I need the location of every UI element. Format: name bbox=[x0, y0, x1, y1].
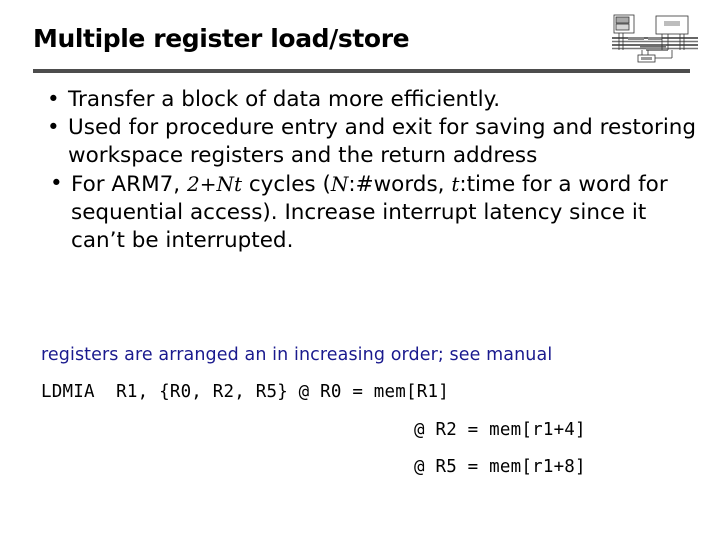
code-line: @ R5 = mem[r1+8] bbox=[414, 457, 586, 477]
text-segment-2: cycles ( bbox=[242, 172, 331, 197]
system-block-diagram-icon bbox=[612, 14, 698, 64]
text-segment-6: :time for a word for sequential access).… bbox=[71, 172, 668, 253]
code-line: @ R2 = mem[r1+4] bbox=[414, 420, 586, 440]
list-item: • Used for procedure entry and exit for … bbox=[33, 114, 698, 170]
bullet-list: • Transfer a block of data more efficien… bbox=[33, 86, 698, 255]
list-item-text: Used for procedure entry and exit for sa… bbox=[68, 115, 697, 168]
text-segment-5: t bbox=[451, 172, 460, 196]
list-item-text: Transfer a block of data more efficientl… bbox=[68, 87, 501, 112]
bullet-marker: • bbox=[47, 115, 60, 140]
text-segment-1: 2+Nt bbox=[186, 172, 243, 196]
list-item: • Transfer a block of data more efficien… bbox=[33, 86, 698, 114]
text-segment-0: For ARM7, bbox=[71, 172, 187, 197]
bullet-marker: • bbox=[47, 87, 60, 112]
note-text: registers are arranged an in increasing … bbox=[41, 345, 553, 365]
bullet-marker: • bbox=[50, 171, 63, 196]
code-line: LDMIA R1, {R0, R2, R5} @ R0 = mem[R1] bbox=[41, 382, 449, 402]
text-segment-4: :#words, bbox=[348, 172, 452, 197]
page-title: Multiple register load/store bbox=[33, 24, 410, 53]
list-item-rich-text: For ARM7, 2+Nt cycles (N:#words, t:time … bbox=[71, 172, 668, 253]
title-divider bbox=[33, 69, 690, 73]
text-segment-3: N bbox=[330, 172, 349, 196]
list-item: • For ARM7, 2+Nt cycles (N:#words, t:tim… bbox=[33, 170, 698, 255]
